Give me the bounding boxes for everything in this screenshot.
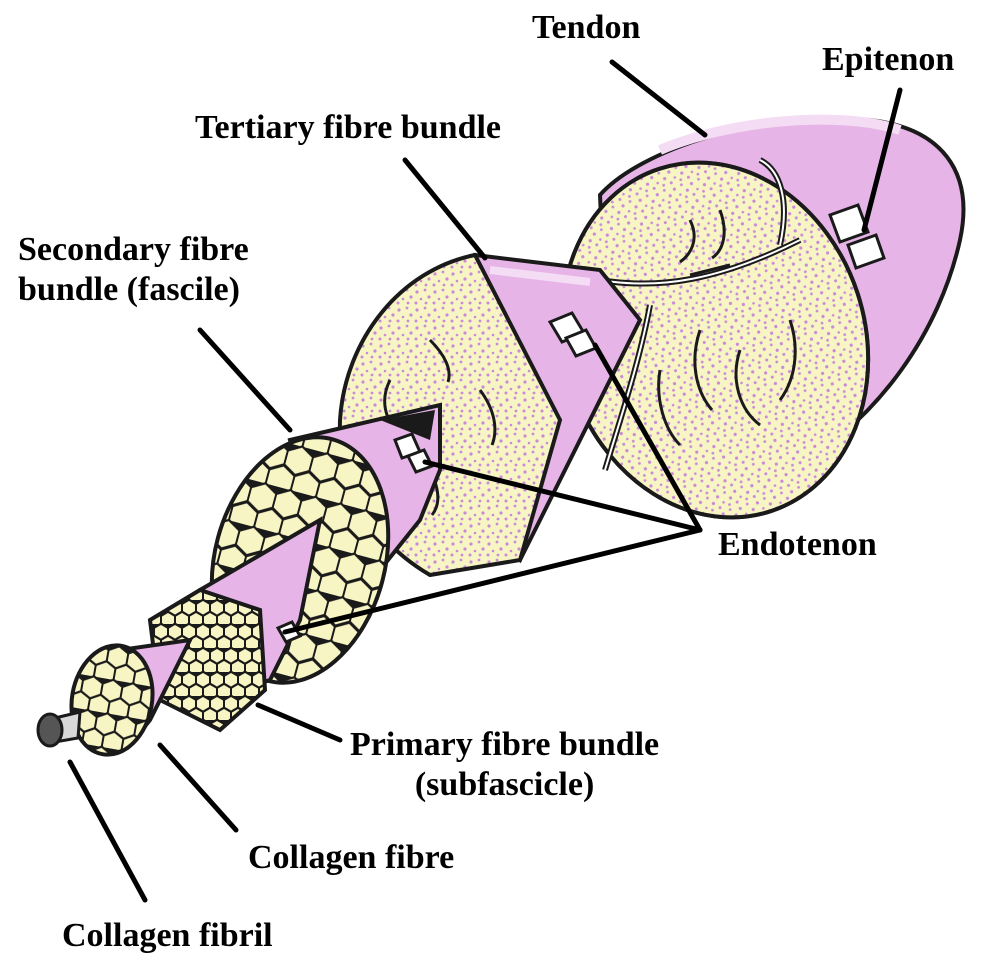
label-primary-fibre-bundle: Primary fibre bundle (subfascicle): [350, 725, 659, 805]
leader-collagen-fibre: [160, 745, 236, 830]
leader-collagen-fibril: [70, 762, 145, 900]
label-collagen-fibre: Collagen fibre: [248, 838, 454, 878]
leader-tertiary: [405, 160, 485, 258]
leader-primary: [258, 705, 340, 740]
label-primary-line2: (subfascicle): [350, 765, 659, 805]
leader-tendon: [612, 62, 705, 135]
label-secondary-line1: Secondary fibre: [18, 230, 249, 270]
label-endotenon: Endotenon: [718, 525, 877, 565]
leader-secondary: [200, 330, 290, 430]
collagen-fibril: [38, 712, 80, 746]
label-tertiary-fibre-bundle: Tertiary fibre bundle: [195, 108, 501, 148]
label-secondary-fibre-bundle: Secondary fibre bundle (fascile): [18, 230, 249, 310]
label-epitenon: Epitenon: [822, 40, 954, 80]
label-tendon: Tendon: [532, 8, 640, 48]
label-secondary-line2: bundle (fascile): [18, 270, 249, 310]
label-collagen-fibril: Collagen fibril: [62, 916, 273, 956]
label-primary-line1: Primary fibre bundle: [350, 725, 659, 765]
